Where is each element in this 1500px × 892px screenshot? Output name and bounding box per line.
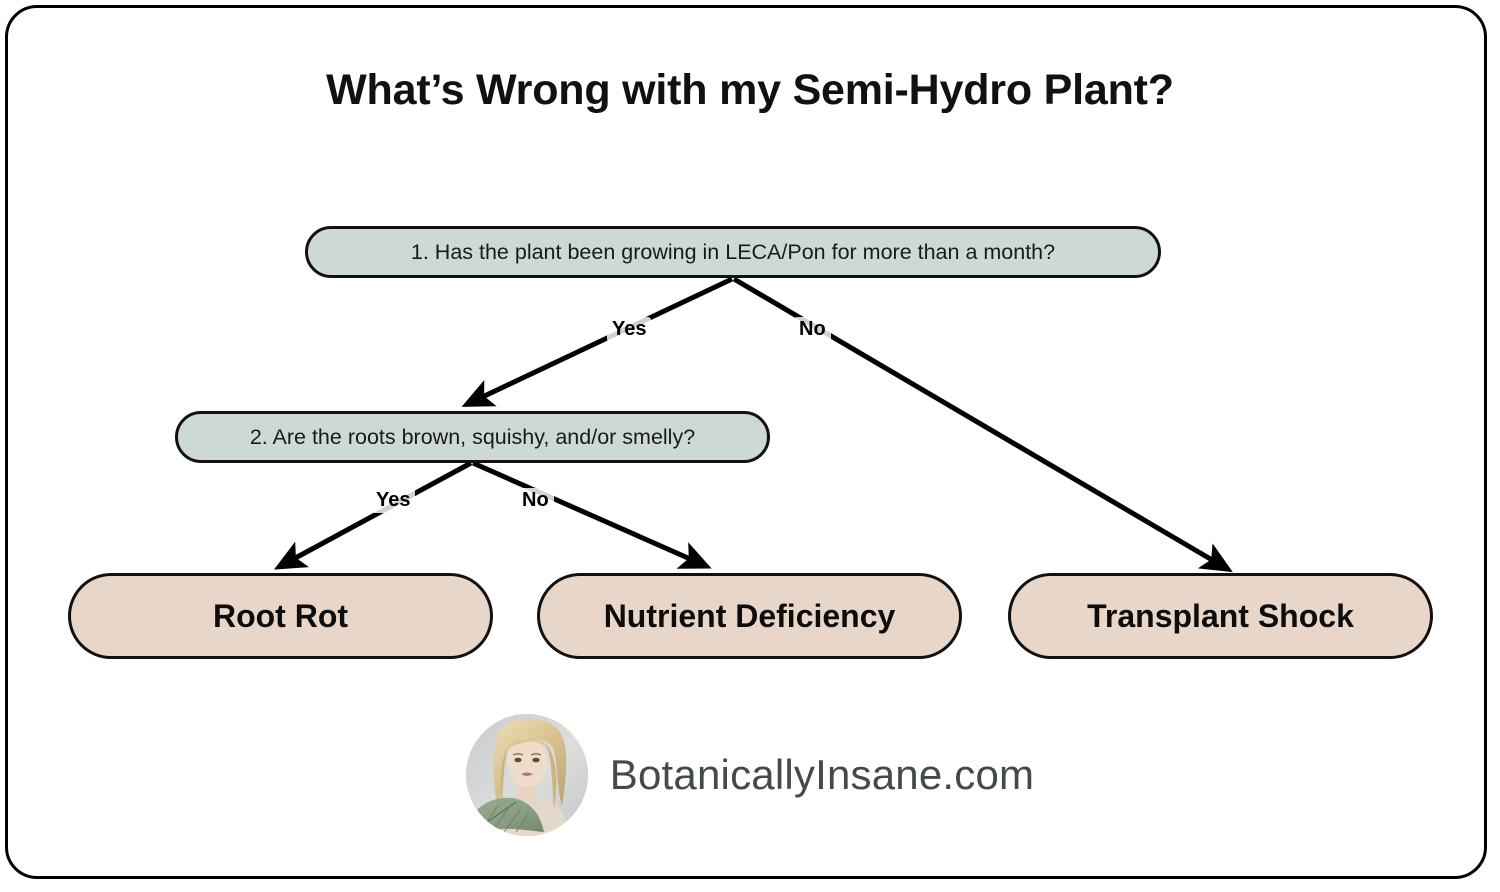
outcome-node-nutrient-deficiency[interactable]: Nutrient Deficiency [537, 573, 962, 659]
avatar [465, 714, 588, 836]
avatar-photo-icon [465, 714, 588, 836]
footer-branding: BotanicallyInsane.com [0, 714, 1500, 836]
edge-label-node2-yes: Yes [371, 488, 416, 513]
edge-label-node1-yes: Yes [607, 317, 652, 342]
site-name: BotanicallyInsane.com [609, 751, 1035, 798]
outcome-node-transplant-shock-label: Transplant Shock [1087, 597, 1354, 634]
outcome-node-nutrient-deficiency-label: Nutrient Deficiency [603, 597, 896, 634]
outcome-node-root-rot[interactable]: Root Rot [68, 573, 493, 659]
edge-label-node1-no: No [794, 317, 831, 342]
decision-node-2-label: 2. Are the roots brown, squishy, and/or … [249, 424, 696, 449]
outcome-node-root-rot-label: Root Rot [212, 597, 349, 634]
decision-node-2[interactable]: 2. Are the roots brown, squishy, and/or … [175, 411, 770, 463]
decision-node-1-label: 1. Has the plant been growing in LECA/Po… [410, 239, 1056, 264]
decision-node-1[interactable]: 1. Has the plant been growing in LECA/Po… [305, 226, 1161, 278]
page-title: What’s Wrong with my Semi-Hydro Plant? [326, 66, 1174, 114]
outcome-node-transplant-shock[interactable]: Transplant Shock [1008, 573, 1433, 659]
edge-label-node2-no: No [517, 488, 554, 513]
